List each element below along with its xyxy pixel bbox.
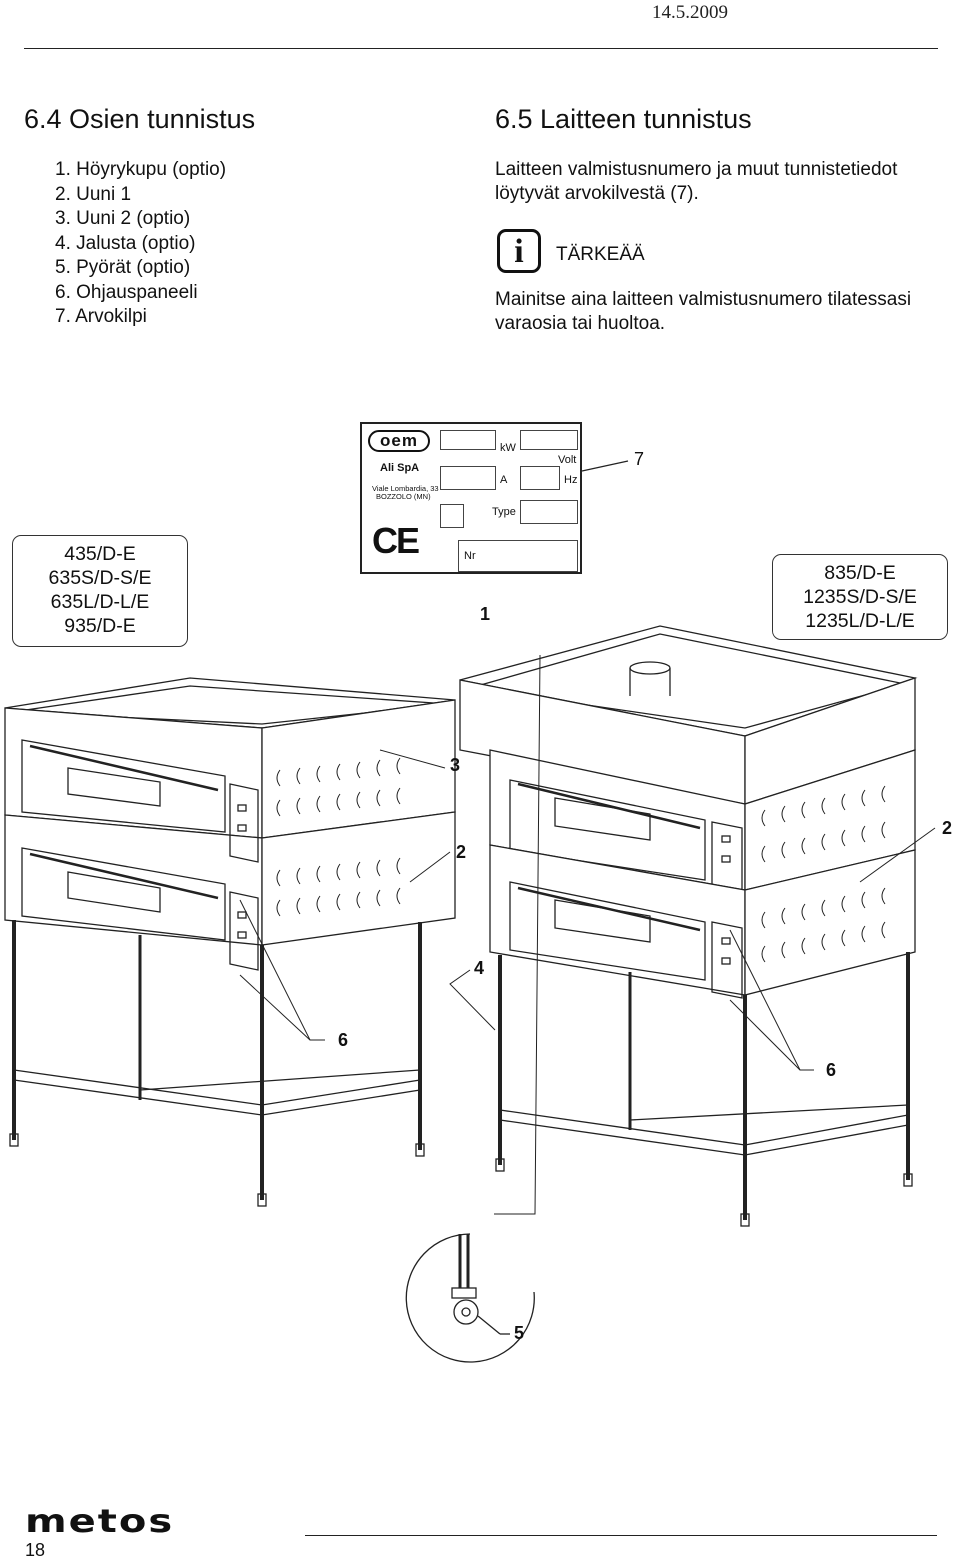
- rating-plate: oem Ali SpA Viale Lombardia, 33 BOZZOLO …: [360, 422, 582, 574]
- model-box-left: 435/D-E 635S/D-S/E 635L/D-L/E 935/D-E: [12, 535, 188, 647]
- plate-field: [458, 540, 578, 572]
- note-line2: varaosia tai huoltoa.: [495, 313, 666, 334]
- caster-detail: [405, 1233, 535, 1363]
- parts-list: 1. Höyrykupu (optio) 2. Uuni 1 3. Uuni 2…: [55, 158, 226, 330]
- type-label: Type: [492, 506, 516, 518]
- company-address2: BOZZOLO (MN): [376, 492, 431, 501]
- model-label: 935/D-E: [64, 615, 136, 637]
- plate-field: [440, 504, 464, 528]
- list-item: 2. Uuni 1: [55, 183, 132, 205]
- model-label: 1235L/D-L/E: [805, 610, 915, 632]
- list-item: 5. Pyörät (optio): [55, 257, 191, 278]
- model-label: 635S/D-S/E: [48, 567, 152, 589]
- volt-label: Volt: [558, 454, 577, 466]
- list-item: 6. Ohjauspaneeli: [55, 281, 198, 303]
- plate-field: [520, 466, 560, 490]
- callout-4: 4: [474, 958, 485, 978]
- company-address1: Viale Lombardia, 33: [372, 484, 439, 493]
- plate-field: [520, 500, 578, 524]
- model-label: 635L/D-L/E: [50, 591, 150, 613]
- device-text-line2: löytyvät arvokilvestä (7).: [495, 183, 699, 204]
- callout-6: 6: [826, 1060, 837, 1080]
- callout-5: 5: [514, 1323, 525, 1343]
- plate-field: [520, 430, 578, 450]
- list-item: 1. Höyrykupu (optio): [55, 159, 227, 180]
- amp-label: A: [500, 474, 508, 486]
- oem-logo: oem: [368, 430, 434, 454]
- oven-illustration: [4, 625, 936, 1227]
- plate-field: [440, 430, 496, 450]
- callout-2: 2: [942, 818, 953, 838]
- section-title-parts: 6.4 Osien tunnistus: [24, 104, 256, 134]
- model-label: 835/D-E: [824, 562, 896, 584]
- callout-2: 2: [456, 842, 467, 862]
- list-item: 3. Uuni 2 (optio): [55, 208, 191, 229]
- metos-logo: metos: [25, 1503, 175, 1540]
- nr-label: Nr: [464, 550, 476, 562]
- model-label: 1235S/D-S/E: [803, 586, 917, 608]
- hz-label: Hz: [564, 474, 578, 486]
- list-item: 4. Jalusta (optio): [55, 232, 196, 254]
- plate-field: [440, 466, 496, 490]
- kw-label: kW: [500, 442, 516, 454]
- callout-6: 6: [338, 1030, 349, 1050]
- ce-mark: CE: [372, 520, 420, 561]
- device-text-line1: Laitteen valmistusnumero ja muut tunnist…: [495, 159, 898, 180]
- header-rule: [24, 48, 938, 49]
- callout-7: 7: [634, 449, 645, 469]
- important-label: TÄRKEÄÄ: [556, 244, 645, 265]
- page-number: 18: [25, 1540, 46, 1560]
- section-title-device: 6.5 Laitteen tunnistus: [495, 104, 752, 134]
- note-line1: Mainitse aina laitteen valmistusnumero t…: [495, 289, 912, 310]
- model-label: 435/D-E: [64, 543, 136, 565]
- callout-3: 3: [450, 755, 461, 775]
- footer-rule: [305, 1535, 937, 1536]
- model-box-right: 835/D-E 1235S/D-S/E 1235L/D-L/E: [772, 554, 948, 640]
- document-date: 14.5.2009: [652, 2, 728, 23]
- callout-1: 1: [480, 604, 491, 624]
- list-item: 7. Arvokilpi: [55, 306, 147, 327]
- info-icon: i: [497, 229, 541, 273]
- callout-leader: [581, 460, 629, 472]
- company-name: Ali SpA: [380, 462, 420, 474]
